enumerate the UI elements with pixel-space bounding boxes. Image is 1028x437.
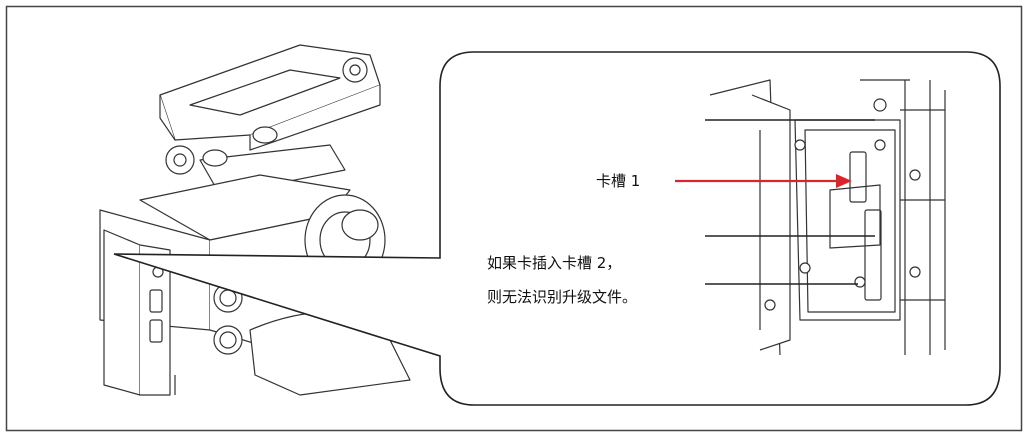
slot1-arrow — [675, 174, 852, 188]
slot-detail-illustration — [705, 75, 950, 356]
note-line-1: 如果卡插入卡槽 2， — [487, 254, 621, 272]
leader-lines — [705, 119, 875, 285]
slot1-label: 卡槽 1 — [596, 172, 640, 190]
note-line-2: 则无法识别升级文件。 — [487, 288, 637, 306]
